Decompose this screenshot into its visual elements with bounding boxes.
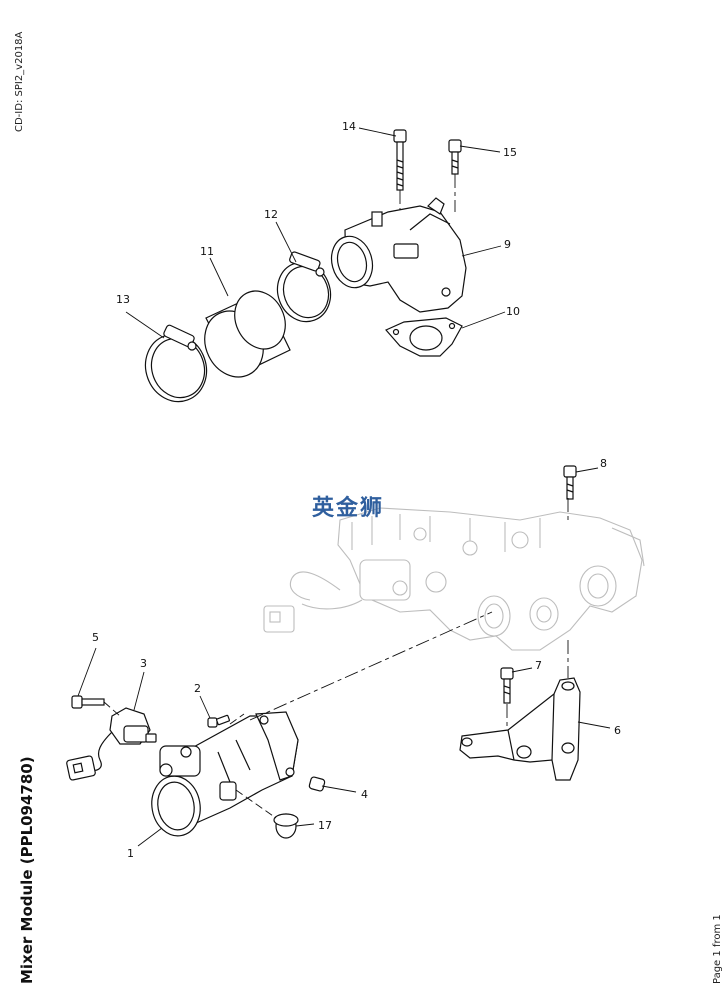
callout-1: 1 [127,847,134,860]
callout-13: 13 [116,293,130,306]
callout-10: 10 [506,305,520,318]
callout-6: 6 [614,724,621,737]
elbow-housing-9 [330,197,467,313]
callout-14: 14 [342,120,356,133]
bolt-14 [393,129,407,191]
screw-2 [207,714,230,728]
callout-4: 4 [361,788,368,801]
callout-15: 15 [503,146,517,159]
bolt-8 [563,465,577,500]
throttle-body-1 [151,711,299,837]
callout-3: 3 [140,657,147,670]
intake-manifold-ghost [263,507,645,651]
mounting-bracket-6 [459,677,581,781]
callout-5: 5 [92,631,99,644]
bolt-5 [71,695,105,709]
callout-labels: 1 2 3 4 5 6 7 8 9 10 11 12 13 14 15 17 [92,120,621,860]
hose-clamp-12 [276,251,332,323]
gasket-10 [385,317,463,357]
sensor-3 [66,707,157,781]
callout-7: 7 [535,659,542,672]
callout-8: 8 [600,457,607,470]
air-hose-11 [204,290,291,378]
bolt-15 [448,139,462,175]
callout-9: 9 [504,238,511,251]
callout-17: 17 [318,819,332,832]
watermark-logo: 英金狮 [312,496,385,521]
alignment-lines [103,174,569,819]
callout-2: 2 [194,682,201,695]
plug-4 [308,776,326,792]
callout-12: 12 [264,208,278,221]
hose-clamp-13 [144,324,208,403]
bolt-7 [500,667,514,704]
callout-11: 11 [200,245,214,258]
leader-lines [77,127,611,847]
cap-17 [273,813,299,839]
